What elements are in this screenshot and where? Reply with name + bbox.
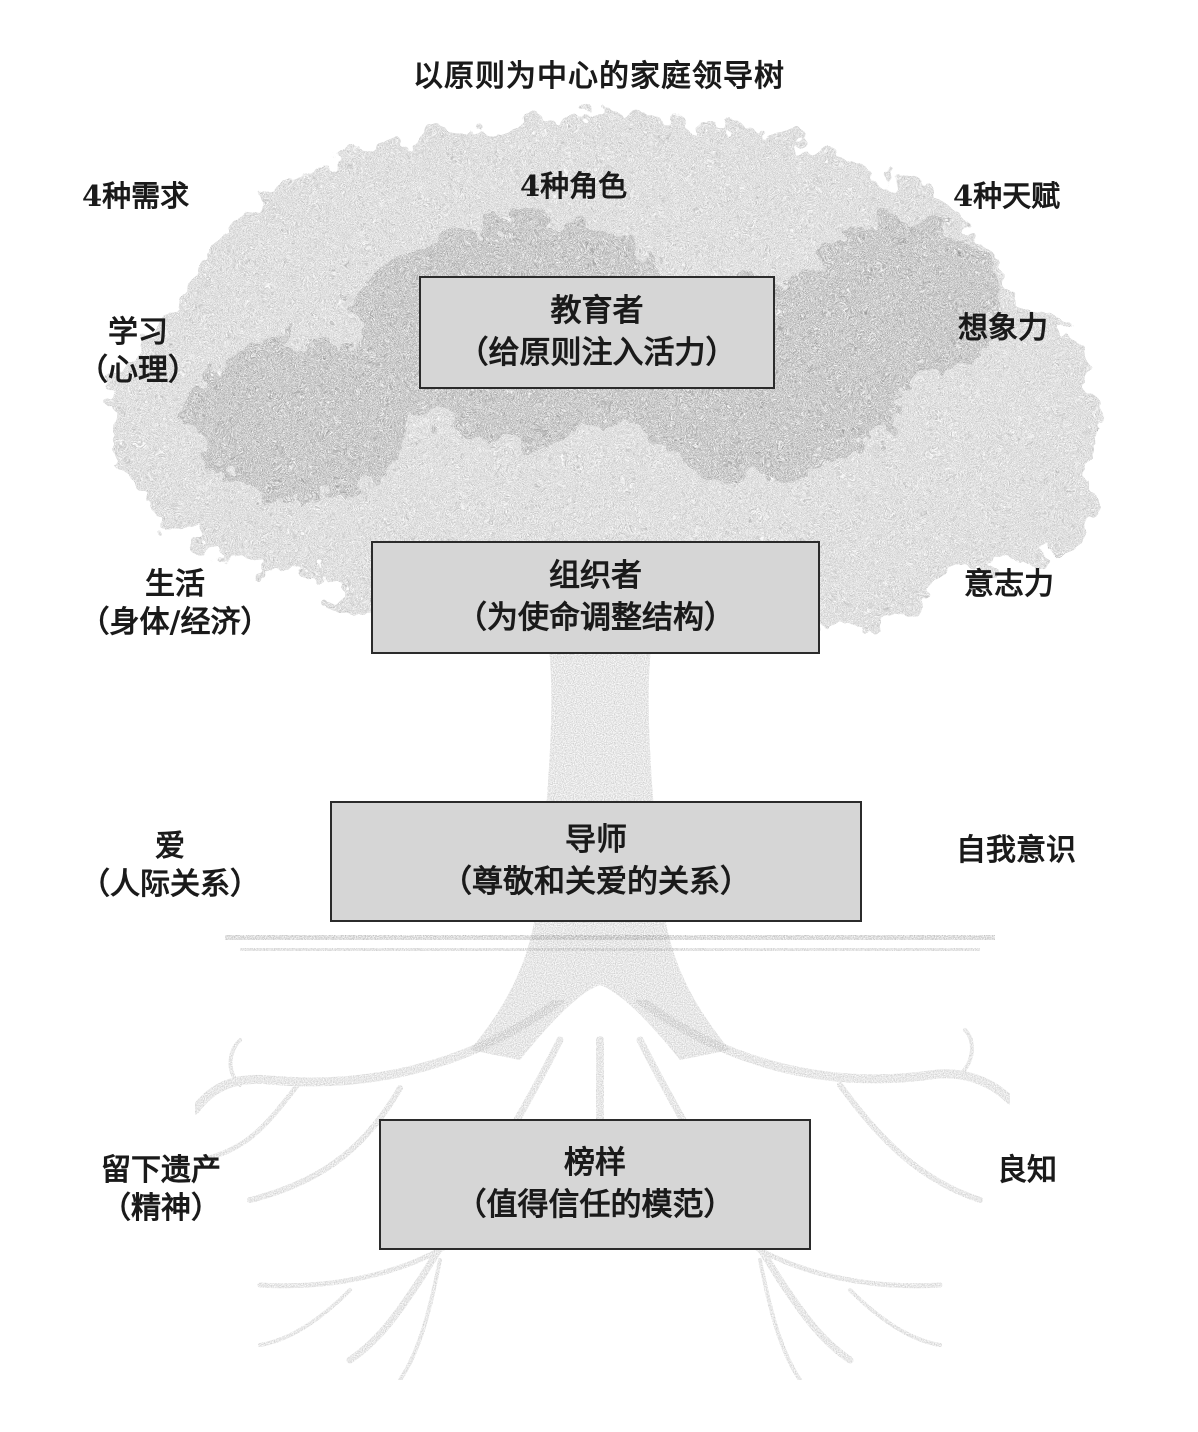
need-learning: 学习 （心理） — [78, 314, 198, 389]
need-living-desc: （身体/经济） — [79, 604, 271, 640]
gift-imagination: 想象力 — [958, 311, 1048, 346]
ground-line — [225, 935, 995, 951]
need-living-name: 生活 — [145, 567, 205, 602]
need-legacy: 留下遗产 （精神） — [88, 1152, 234, 1227]
role-organizer-desc: （为使命调整结构） — [456, 599, 735, 636]
role-box-educator: 教育者 （给原则注入活力） — [419, 276, 775, 389]
role-model-desc: （值得信任的模范） — [455, 1186, 735, 1223]
gifts-header: 4种天赋 — [953, 179, 1061, 213]
need-legacy-desc: （精神） — [101, 1190, 221, 1226]
need-love-desc: （人际关系） — [80, 866, 260, 902]
gift-willpower: 意志力 — [964, 567, 1054, 602]
need-legacy-name: 留下遗产 — [101, 1153, 221, 1188]
need-love: 爱 （人际关系） — [72, 828, 268, 903]
role-model-name: 榜样 — [564, 1144, 626, 1181]
role-box-mentor: 导师 （尊敬和关爱的关系） — [330, 801, 862, 922]
role-mentor-desc: （尊敬和关爱的关系） — [441, 863, 751, 900]
diagram-title: 以原则为中心的家庭领导树 — [413, 59, 785, 94]
role-educator-desc: （给原则注入活力） — [457, 334, 737, 371]
role-box-model: 榜样 （值得信任的模范） — [379, 1119, 811, 1250]
need-learning-desc: （心理） — [78, 352, 198, 388]
role-educator-name: 教育者 — [550, 292, 644, 329]
role-box-organizer: 组织者 （为使命调整结构） — [371, 541, 820, 654]
needs-header: 4种需求 — [82, 179, 190, 213]
need-love-name: 爱 — [155, 829, 185, 864]
roles-header: 4种角色 — [520, 169, 628, 203]
gift-self-awareness: 自我意识 — [956, 833, 1076, 868]
need-learning-name: 学习 — [108, 315, 168, 350]
role-mentor-name: 导师 — [565, 821, 627, 858]
role-organizer-name: 组织者 — [549, 557, 642, 594]
need-living: 生活 （身体/经济） — [72, 566, 278, 641]
gift-conscience: 良知 — [997, 1153, 1057, 1188]
